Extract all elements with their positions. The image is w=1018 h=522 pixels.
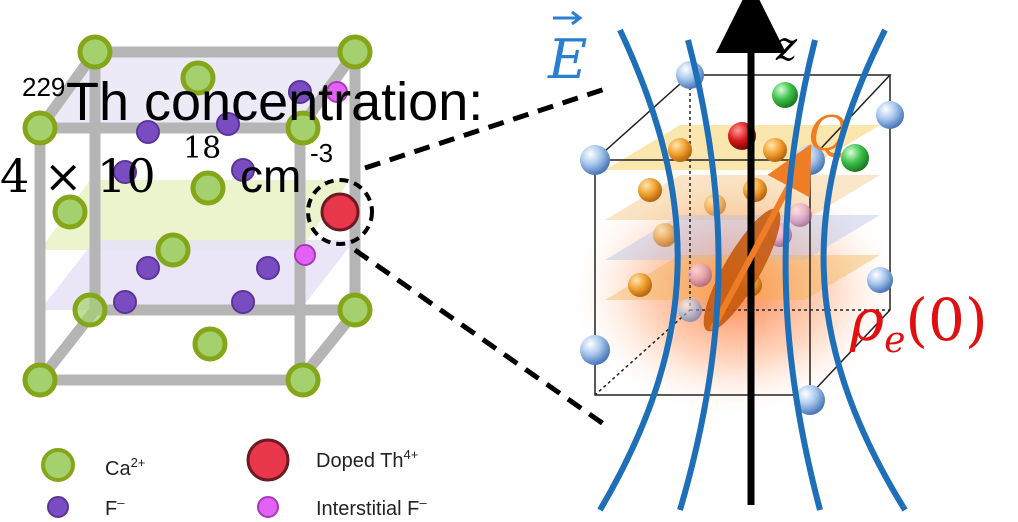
legend-calcium-swatch bbox=[41, 448, 75, 482]
electron-density-label: ρe(0) bbox=[849, 286, 988, 361]
electric-field-symbol: E bbox=[547, 10, 587, 91]
z-axis-label: z bbox=[775, 24, 798, 70]
legend-thorium-label: Doped Th4+ bbox=[316, 447, 418, 472]
isotope-mass: 229 bbox=[22, 72, 65, 102]
concentration-exponent: 18 bbox=[183, 131, 221, 166]
interstitial-fluoride-ion-near-th bbox=[294, 244, 316, 266]
legend-interstitial-label: Interstitial F– bbox=[316, 495, 427, 520]
legend-fluoride-label: F– bbox=[105, 495, 125, 520]
fluoride-ions bbox=[113, 80, 312, 314]
field-label: E bbox=[547, 28, 587, 91]
concentration-label: 229 Th concentration: 4 × 10 18 cm -3 bbox=[0, 72, 483, 203]
legend-fluoride-swatch bbox=[47, 496, 69, 518]
legend-interstitial-swatch bbox=[257, 496, 279, 518]
quadrupole-moment-arrow bbox=[709, 143, 812, 332]
zoom-guide-lines bbox=[353, 85, 609, 428]
interstitial-fluoride-ion-top bbox=[326, 81, 348, 103]
calcium-ions bbox=[22, 34, 373, 398]
concentration-unit-exponent: -3 bbox=[310, 138, 333, 168]
crystal-unit-cell bbox=[22, 34, 374, 398]
electric-field-lines bbox=[597, 28, 908, 512]
legend: Ca2+ F– Doped Th4+ Interstitial F– bbox=[41, 438, 427, 520]
legend-thorium-swatch bbox=[246, 438, 290, 482]
zoomed-lattice bbox=[565, 61, 905, 420]
lattice-plane-middle bbox=[40, 180, 350, 250]
concentration-value: 4 × 10 bbox=[0, 149, 156, 203]
concentration-heading: Th concentration: bbox=[66, 72, 483, 132]
zoom-circle bbox=[306, 178, 374, 246]
zoom-corner-atoms bbox=[580, 61, 904, 415]
concentration-unit: cm bbox=[240, 150, 301, 202]
doped-thorium-ion bbox=[320, 192, 360, 232]
legend-calcium-label: Ca2+ bbox=[105, 455, 145, 480]
